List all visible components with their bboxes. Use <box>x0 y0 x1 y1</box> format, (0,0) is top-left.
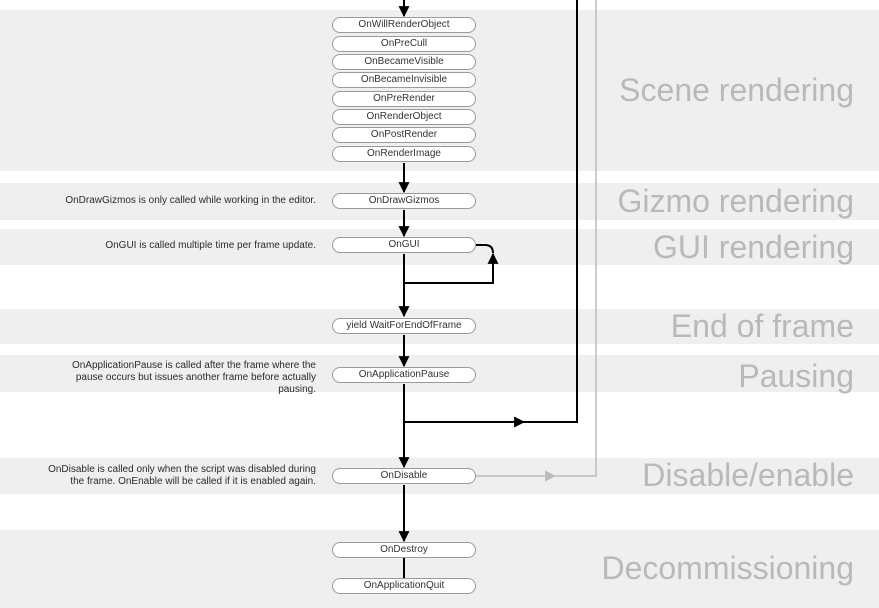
node-on-gui: OnGUI <box>332 237 476 253</box>
node-on-pre-render: OnPreRender <box>332 91 476 107</box>
section-title-disable-enable: Disable/enable <box>642 457 854 493</box>
note-pause: OnApplicationPause is called after the f… <box>71 360 316 395</box>
node-on-draw-gizmos: OnDrawGizmos <box>332 193 476 209</box>
note-disable: OnDisable is called only when the script… <box>48 464 316 487</box>
node-on-pre-cull: OnPreCull <box>332 36 476 52</box>
section-title-end-of-frame: End of frame <box>670 308 854 344</box>
node-yield-wait-for-end-of-frame: yield WaitForEndOfFrame <box>332 318 476 334</box>
node-on-became-invisible: OnBecameInvisible <box>332 72 476 88</box>
node-on-render-object: OnRenderObject <box>332 109 476 125</box>
section-title-gizmo-rendering: Gizmo rendering <box>617 183 854 219</box>
node-on-render-image: OnRenderImage <box>332 146 476 162</box>
node-on-application-quit: OnApplicationQuit <box>332 578 476 594</box>
node-on-post-render: OnPostRender <box>332 127 476 143</box>
note-gizmos: OnDrawGizmos is only called while workin… <box>65 195 316 206</box>
section-title-pausing: Pausing <box>738 358 854 394</box>
node-on-application-pause: OnApplicationPause <box>332 367 476 383</box>
section-title-decommissioning: Decommissioning <box>601 550 854 586</box>
section-title-gui-rendering: GUI rendering <box>653 229 854 265</box>
node-on-will-render-object: OnWillRenderObject <box>332 17 476 33</box>
node-on-became-visible: OnBecameVisible <box>332 54 476 70</box>
note-gui: OnGUI is called multiple time per frame … <box>105 240 316 251</box>
node-on-disable: OnDisable <box>332 468 476 484</box>
node-on-destroy: OnDestroy <box>332 542 476 558</box>
section-title-scene-rendering: Scene rendering <box>619 72 854 108</box>
